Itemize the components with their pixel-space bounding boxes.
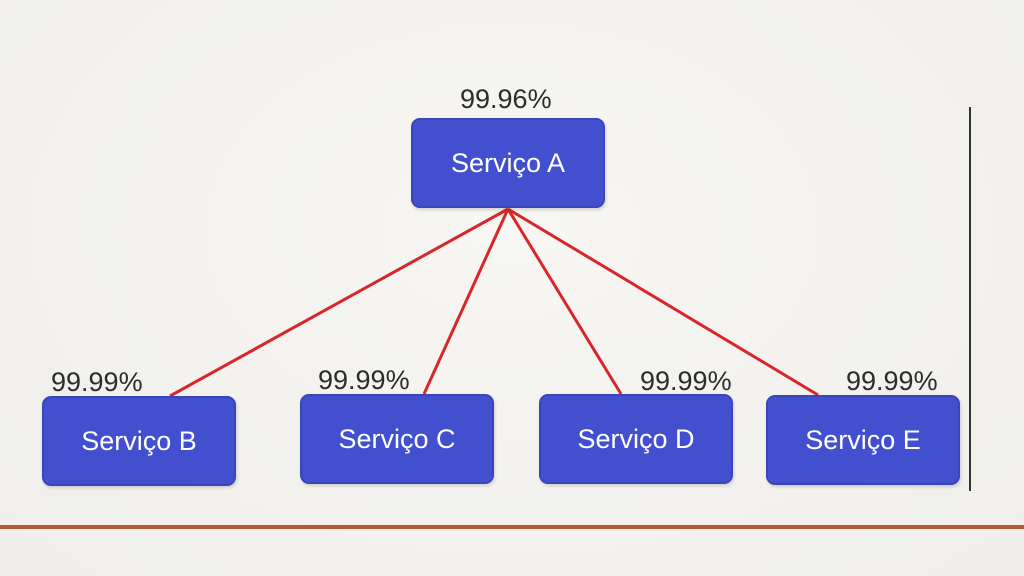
edge-a-b — [169, 207, 509, 398]
node-servico-a: Serviço A — [411, 118, 605, 208]
availability-label-b: 99.99% — [51, 367, 143, 397]
node-servico-e: Serviço E — [766, 395, 960, 485]
node-servico-c: Serviço C — [300, 394, 494, 484]
node-servico-d: Serviço D — [539, 394, 733, 484]
edge-a-c — [422, 208, 510, 395]
availability-label-a: 99.96% — [460, 84, 552, 114]
availability-label-d: 99.99% — [640, 366, 732, 396]
edge-a-d — [506, 208, 623, 395]
edge-a-e — [507, 207, 819, 397]
availability-label-c: 99.99% — [318, 365, 410, 395]
availability-label-e: 99.99% — [846, 366, 938, 396]
vertical-divider — [969, 107, 971, 491]
slide-bottom-rule — [0, 525, 1024, 529]
node-servico-b: Serviço B — [42, 396, 236, 486]
